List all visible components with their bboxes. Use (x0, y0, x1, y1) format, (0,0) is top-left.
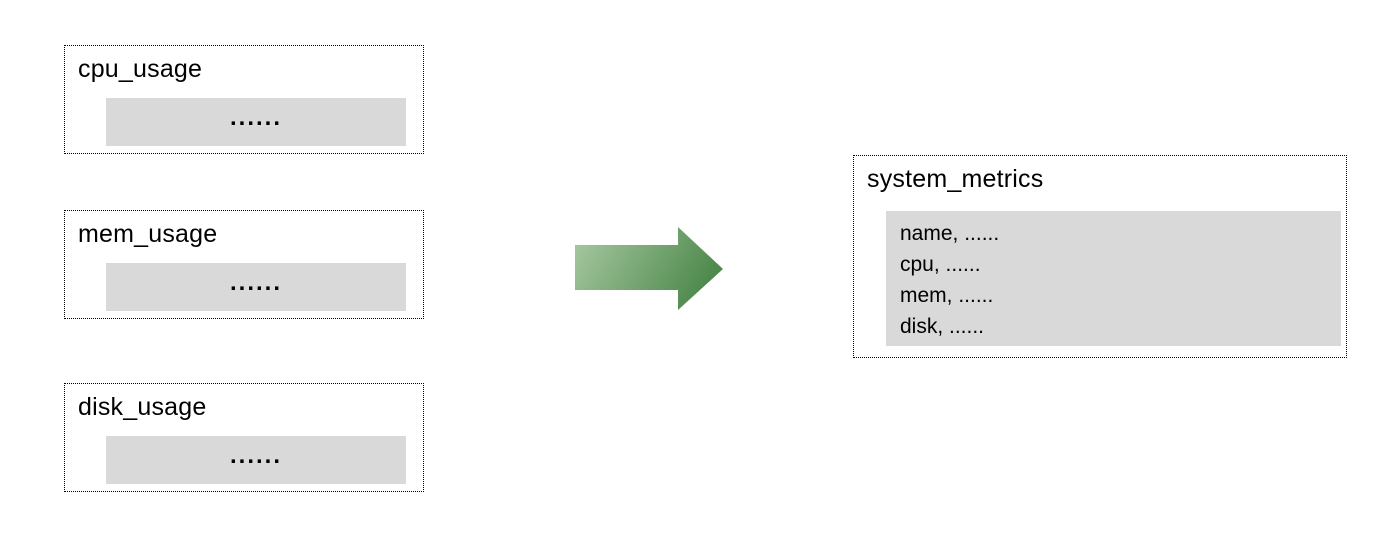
metric-row-cpu: cpu, ...... (900, 253, 981, 276)
mem-usage-table-title: mem_usage (78, 220, 218, 248)
mem-usage-data-bar: ...... (106, 263, 406, 311)
metric-row-mem: mem, ...... (900, 284, 994, 307)
cpu-usage-ellipsis: ...... (229, 104, 282, 131)
mem-usage-table-box: mem_usage ...... (64, 210, 424, 319)
cpu-usage-table-title: cpu_usage (78, 55, 203, 83)
mem-usage-ellipsis: ...... (229, 269, 282, 296)
merge-arrow-icon (575, 227, 723, 310)
disk-usage-ellipsis: ...... (229, 442, 282, 469)
cpu-usage-data-bar: ...... (106, 98, 406, 146)
disk-usage-data-bar: ...... (106, 436, 406, 484)
system-metrics-table-box: system_metrics name, ...... cpu, ...... … (853, 155, 1347, 358)
system-metrics-data-area: name, ...... cpu, ...... mem, ...... dis… (886, 211, 1341, 346)
metric-row-name: name, ...... (900, 222, 1000, 245)
cpu-usage-table-box: cpu_usage ...... (64, 45, 424, 154)
disk-usage-table-box: disk_usage ...... (64, 383, 424, 492)
arrow-right-icon (575, 227, 723, 310)
metric-row-disk: disk, ...... (900, 315, 985, 338)
disk-usage-table-title: disk_usage (78, 393, 207, 421)
system-metrics-table-title: system_metrics (867, 165, 1044, 193)
